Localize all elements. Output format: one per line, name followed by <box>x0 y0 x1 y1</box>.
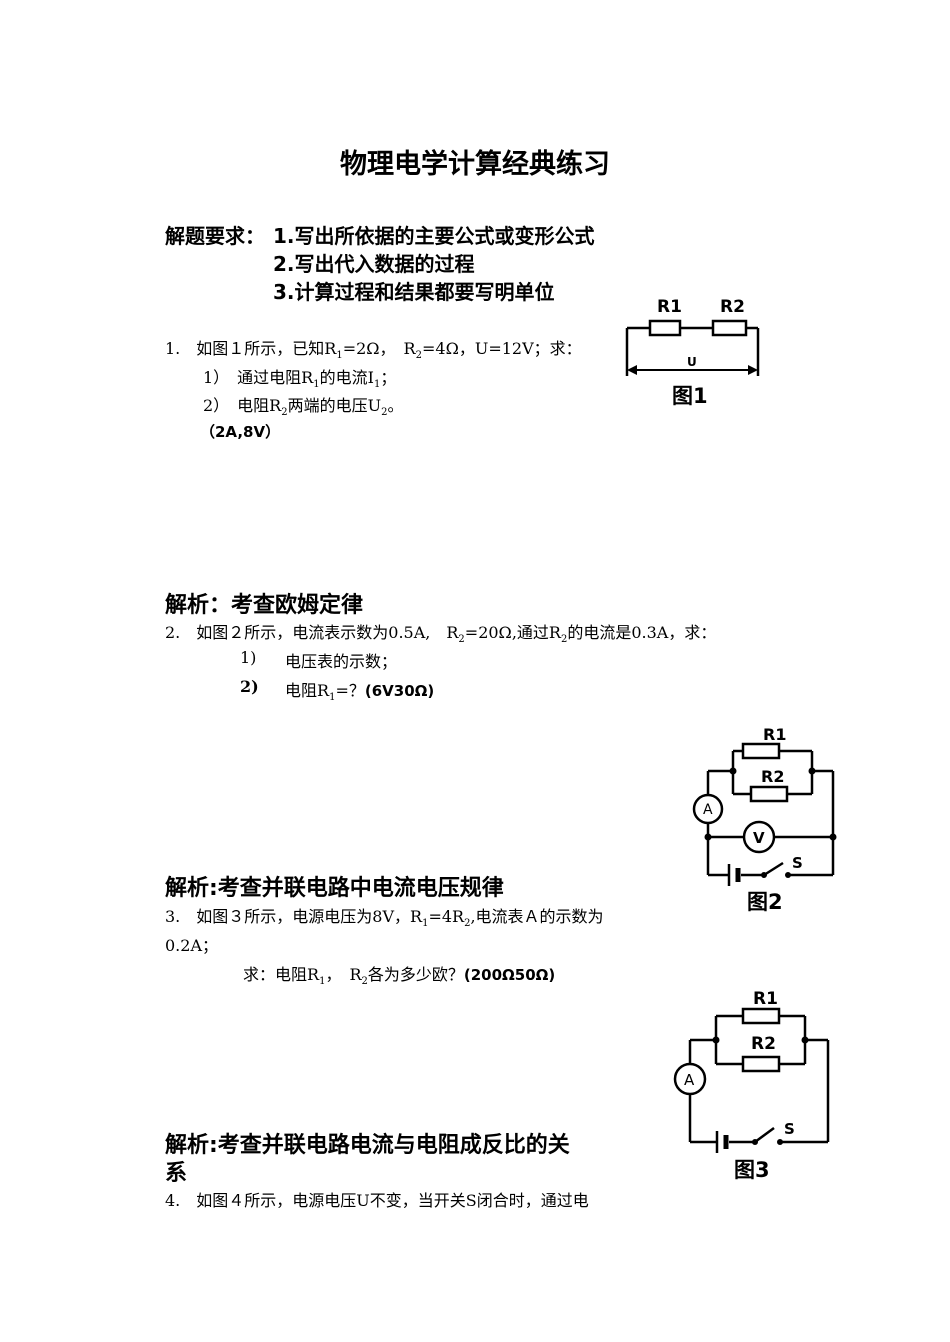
fig3-ammeter-label: A <box>684 1071 695 1089</box>
q2-answer: (6V30Ω) <box>364 682 435 700</box>
fig1-caption: 图1 <box>672 384 708 408</box>
q3-analysis-line2: 系 <box>165 1161 188 1186</box>
q2-sub-2-num: 2) <box>240 677 259 696</box>
q1-analysis: 解析：考查欧姆定律 <box>165 593 364 618</box>
fig3-switch-label: S <box>784 1120 795 1138</box>
q1-sub-1: 1） 通过电阻R1的电流I1； <box>203 368 397 391</box>
figure-3-circuit: R1 R2 A S 图3 <box>673 989 830 1182</box>
q1-answer: （2A,8V） <box>200 423 281 441</box>
q3-statement-line1: 3. 如图３所示，电源电压为8V，R1=4R2,电流表Ａ的示数为 <box>165 907 604 930</box>
fig2-switch-label: S <box>792 854 803 872</box>
fig2-r1-label: R1 <box>763 725 786 744</box>
fig3-r2-label: R2 <box>751 1034 776 1054</box>
q2-sub-2-text: 电阻R1=？(6V30Ω) <box>285 681 435 704</box>
fig3-caption: 图3 <box>734 1158 770 1182</box>
figure-1-circuit: R1 R2 U 图1 <box>625 297 760 408</box>
requirement-item-1: 1.写出所依据的主要公式或变形公式 <box>273 224 595 248</box>
q1-sub-2: 2） 电阻R2两端的电压U2。 <box>203 396 404 419</box>
requirement-item-3: 3.计算过程和结果都要写明单位 <box>273 280 555 304</box>
requirement-item-2: 2.写出代入数据的过程 <box>273 252 475 276</box>
q2-statement: 2. 如图２所示，电流表示数为0.5A, R2=20Ω,通过R2的电流是0.3A… <box>165 623 717 646</box>
q2-sub-1-num: 1) <box>240 648 257 667</box>
fig2-r2-label: R2 <box>761 767 784 786</box>
figure-2-circuit: R1 R2 A V S 图2 <box>692 725 837 914</box>
fig3-r1-label: R1 <box>753 989 778 1009</box>
q3-ask: 求：电阻R1， R2各为多少欧？(200Ω50Ω) <box>243 965 556 988</box>
q2-sub-1-text: 电压表的示数； <box>285 652 398 671</box>
q3-statement-line2: 0.2A； <box>165 936 219 955</box>
requirements-label: 解题要求： <box>165 224 265 248</box>
q4-statement-line1: 4. 如图４所示，电源电压U不变，当开关S闭合时，通过电 <box>165 1191 589 1210</box>
fig1-r2-label: R2 <box>720 297 745 317</box>
page-title: 物理电学计算经典练习 <box>340 149 610 180</box>
fig1-u-label: U <box>687 355 697 369</box>
q3-answer: (200Ω50Ω) <box>463 966 556 984</box>
fig1-r1-label: R1 <box>657 297 682 317</box>
q1-statement: 1. 如图１所示，已知R1=2Ω， R2=4Ω，U=12V；求： <box>165 339 582 362</box>
fig2-ammeter-label: A <box>703 802 713 818</box>
fig2-caption: 图2 <box>747 890 783 914</box>
q2-analysis: 解析:考查并联电路中电流电压规律 <box>165 876 504 901</box>
fig2-voltmeter-label: V <box>753 829 765 847</box>
q3-analysis-line1: 解析:考查并联电路电流与电阻成反比的关 <box>165 1133 570 1158</box>
